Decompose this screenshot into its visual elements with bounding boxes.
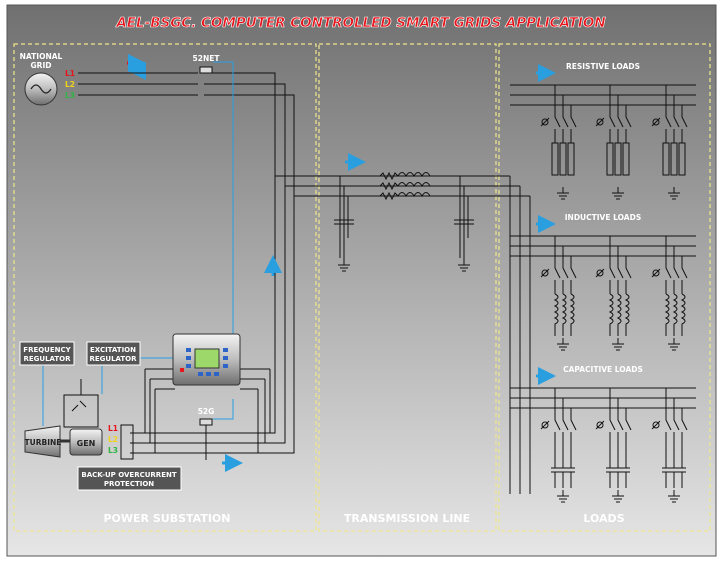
section-label-loads: LOADS (583, 512, 624, 525)
load-units (510, 84, 696, 503)
gen-phase-l1: L1 (108, 424, 118, 433)
load-unit-res-2 (595, 85, 632, 200)
frame-loads (498, 43, 711, 532)
load-unit-ind-1 (540, 236, 577, 351)
load-unit-res-3 (651, 85, 688, 200)
turbine-icon: TURBINE (24, 425, 62, 458)
diagram-title: AEL-BSGC. COMPUTER CONTROLLED SMART GRID… (115, 15, 606, 31)
frequency-regulator-box: FREQUENCY REGULATOR (19, 341, 75, 366)
national-grid-label-2: GRID (31, 61, 52, 70)
gen-phase-l2: L2 (108, 435, 118, 444)
load-group-label-capacitive: CAPACITIVE LOADS (563, 365, 643, 374)
phase-label-l3: L3 (65, 91, 75, 100)
load-unit-cap-3 (651, 388, 688, 503)
diagram-panel (6, 4, 717, 557)
current-transformer (120, 424, 134, 460)
national-grid-label-1: NATIONAL (20, 52, 63, 61)
breaker-label-52net: 52NET (193, 54, 221, 63)
flow-arrows (222, 64, 556, 472)
svg-text:TURBINE: TURBINE (25, 438, 62, 447)
svg-text:BACK-UP OVERCURRENT: BACK-UP OVERCURRENT (81, 471, 176, 479)
load-unit-ind-2 (595, 236, 632, 351)
svg-text:REGULATOR: REGULATOR (89, 355, 137, 363)
excitation-regulator-box: EXCITATION REGULATOR (86, 341, 141, 366)
svg-text:PROTECTION: PROTECTION (104, 480, 154, 488)
line-inductors (379, 171, 431, 201)
phase-label-l1: L1 (65, 69, 75, 78)
section-label-power-substation: POWER SUBSTATION (104, 512, 231, 525)
wiring (63, 66, 531, 494)
frame-power-substation (13, 43, 317, 532)
frame-transmission-line (318, 43, 497, 532)
national-grid-icon (24, 72, 58, 106)
load-unit-ind-3 (651, 236, 688, 351)
phase-label-l2: L2 (65, 80, 75, 89)
svg-text:FREQUENCY: FREQUENCY (23, 346, 71, 354)
load-unit-cap-2 (595, 388, 632, 503)
svg-text:REGULATOR: REGULATOR (23, 355, 71, 363)
load-group-label-inductive: INDUCTIVE LOADS (565, 213, 641, 222)
backup-protection-box: BACK-UP OVERCURRENT PROTECTION (77, 466, 182, 491)
controller-device (172, 333, 241, 386)
load-group-label-resistive: RESISTIVE LOADS (566, 62, 640, 71)
load-unit-res-1 (540, 85, 577, 200)
generator-icon: GEN (69, 428, 103, 456)
gen-phase-l3: L3 (108, 446, 118, 455)
power-flow-arrows-grid (127, 54, 146, 80)
load-unit-cap-1 (540, 388, 577, 503)
svg-text:EXCITATION: EXCITATION (90, 346, 136, 354)
breaker-label-52g: 52G (198, 407, 215, 416)
svg-text:GEN: GEN (77, 439, 96, 448)
section-label-transmission-line: TRANSMISSION LINE (344, 512, 470, 525)
section-frames (13, 43, 711, 532)
